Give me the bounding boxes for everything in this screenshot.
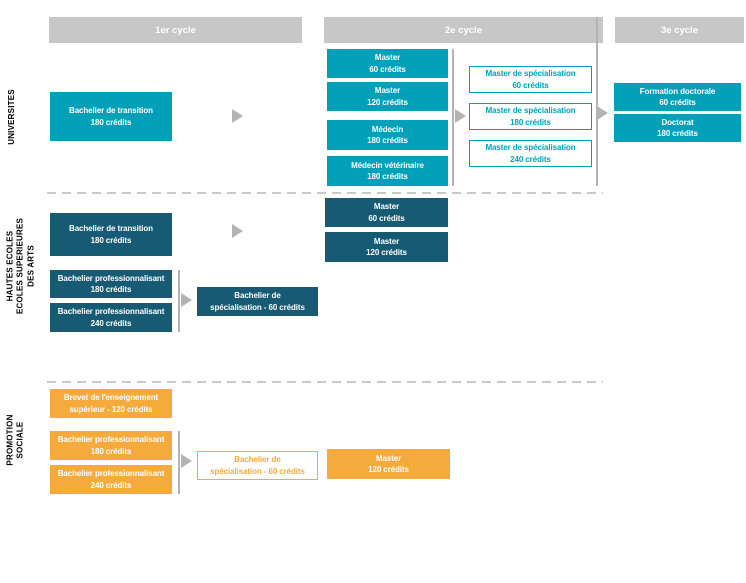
section-separator-dashed: [47, 192, 603, 194]
box-line: 120 crédits: [366, 248, 407, 257]
section-label-line: UNIVERSITES: [6, 89, 16, 145]
box-line: Master: [375, 453, 402, 463]
section-label-line: HAUTES ECOLES: [5, 230, 15, 302]
box-line: Bachelier professionnalisant: [57, 273, 165, 283]
section-label-line: SOCIALE: [16, 421, 25, 459]
arrow-right-icon: [232, 109, 243, 123]
box-line: Master de spécialisation: [485, 143, 576, 153]
box-line: Master: [374, 86, 401, 96]
section-label-hautes-ecoles: HAUTES ECOLES ECOLES SUPERIEURES DES ART…: [5, 218, 36, 314]
box-uni-doctorat: Doctorat 180 crédits: [614, 114, 741, 142]
box-line: 180 crédits: [510, 117, 551, 127]
box-line: Médecin vétérinaire: [351, 160, 424, 170]
header-3e-cycle: 3e cycle: [615, 17, 744, 43]
box-line: Master de spécialisation: [485, 106, 576, 116]
box-he-bachelier-transition: Bachelier de transition 180 crédits: [50, 213, 172, 256]
divider-line-vertical: [178, 270, 180, 332]
section-label-line: DES ARTS: [26, 245, 36, 287]
box-line: 180 crédits: [90, 235, 132, 245]
box-line: 120 crédits: [368, 465, 409, 474]
box-line: Bachelier de transition: [69, 224, 153, 234]
section-label-universites: UNIVERSITES: [7, 89, 17, 145]
box-uni-master-specialisation-180: Master de spécialisation 180 crédits: [469, 103, 592, 130]
header-2e-cycle: 2e cycle: [324, 17, 603, 43]
box-line: 240 crédits: [90, 318, 132, 328]
arrow-right-icon: [455, 109, 466, 123]
box-he-bachelier-professionnalisant-180: Bachelier professionnalisant 180 crédits: [50, 270, 172, 298]
box-line: spécialisation - 60 crédits: [210, 302, 305, 312]
box-line: Bachelier de: [234, 455, 281, 465]
arrow-right-icon: [597, 106, 608, 120]
box-line: Bachelier de transition: [69, 106, 153, 116]
box-line: Brevet de l'enseignement: [63, 393, 159, 403]
box-uni-medecin-180: Médecin 180 crédits: [327, 120, 448, 150]
box-line: 180 crédits: [90, 446, 132, 456]
box-uni-master-60: Master 60 crédits: [327, 49, 448, 78]
box-he-bachelier-specialisation-60: Bachelier de spécialisation - 60 crédits: [197, 287, 318, 316]
box-line: 180 crédits: [90, 285, 132, 294]
box-line: Master: [374, 53, 401, 63]
box-line: Master: [373, 236, 400, 246]
box-ps-bachelier-professionnalisant-240: Bachelier professionnalisant 240 crédits: [50, 465, 172, 494]
box-line: Doctorat: [661, 117, 694, 127]
header-1er-cycle: 1er cycle: [49, 17, 302, 43]
box-line: Bachelier professionnalisant: [57, 307, 165, 317]
box-line: Formation doctorale: [639, 86, 716, 96]
box-ps-master-120: Master 120 crédits: [327, 449, 450, 479]
divider-line-vertical: [452, 49, 454, 186]
box-line: 60 crédits: [368, 213, 405, 223]
box-he-master-60: Master 60 crédits: [325, 198, 448, 227]
box-line: Bachelier de: [234, 291, 281, 301]
box-line: 180 crédits: [90, 117, 132, 127]
section-label-line: PROMOTION: [5, 414, 15, 466]
box-uni-master-120: Master 120 crédits: [327, 82, 448, 111]
box-line: Bachelier professionnalisant: [57, 469, 165, 479]
divider-line-vertical: [178, 431, 180, 494]
section-label-line: ECOLES SUPERIEURES: [15, 217, 25, 315]
box-uni-medecin-veterinaire-180: Médecin vétérinaire 180 crédits: [327, 156, 448, 186]
box-line: supérieur - 120 crédits: [69, 404, 153, 414]
box-line: 180 crédits: [657, 129, 698, 138]
box-uni-master-specialisation-240: Master de spécialisation 240 crédits: [469, 140, 592, 167]
box-line: Master de spécialisation: [485, 69, 576, 79]
box-line: spécialisation - 60 crédits: [210, 466, 305, 476]
box-line: Bachelier professionnalisant: [57, 435, 165, 445]
box-line: 60 crédits: [659, 98, 696, 107]
arrow-right-icon: [181, 454, 192, 468]
arrow-right-icon: [232, 224, 243, 238]
box-uni-master-specialisation-60: Master de spécialisation 60 crédits: [469, 66, 592, 93]
box-line: 240 crédits: [90, 480, 132, 490]
box-line: 60 crédits: [512, 80, 549, 90]
section-separator-dashed: [47, 381, 603, 383]
box-line: 120 crédits: [367, 97, 408, 107]
box-line: 240 crédits: [510, 154, 551, 164]
divider-line-vertical: [596, 17, 598, 186]
box-uni-formation-doctorale: Formation doctorale 60 crédits: [614, 83, 741, 111]
box-ps-brevet-enseignement-superieur: Brevet de l'enseignement supérieur - 120…: [50, 389, 172, 418]
box-he-bachelier-professionnalisant-240: Bachelier professionnalisant 240 crédits: [50, 303, 172, 332]
arrow-right-icon: [181, 293, 192, 307]
section-label-promotion-sociale: PROMOTION SOCIALE: [6, 414, 27, 465]
box-ps-bachelier-professionnalisant-180: Bachelier professionnalisant 180 crédits: [50, 431, 172, 460]
box-line: 60 crédits: [369, 64, 406, 74]
box-line: Master: [373, 202, 400, 212]
box-line: 180 crédits: [367, 136, 408, 145]
box-line: Médecin: [371, 124, 404, 134]
box-uni-bachelier-transition: Bachelier de transition 180 crédits: [50, 92, 172, 141]
box-line: 180 crédits: [367, 172, 408, 181]
box-he-master-120: Master 120 crédits: [325, 232, 448, 262]
box-ps-bachelier-specialisation-60: Bachelier de spécialisation - 60 crédits: [197, 451, 318, 480]
